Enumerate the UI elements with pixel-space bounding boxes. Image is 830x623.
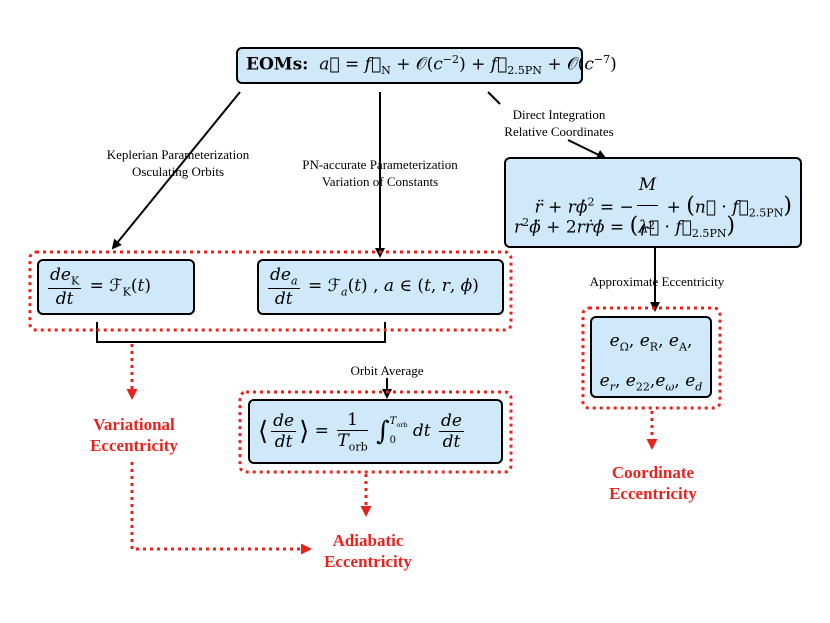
coordinate-ecc-line2: er, e22,eω, ed [599, 371, 703, 394]
angular-equation: r2ϕ̈ + 2rṙϕ̇ = (λ⃗ · f⃗2.5PN) [514, 213, 736, 241]
red-frame-variational [28, 250, 513, 332]
label-direct: Direct Integration Relative Coordinates [484, 106, 634, 140]
label-approx-text: Approximate Eccentricity [589, 274, 725, 289]
label-keplerian: Keplerian Parameterization Osculating Or… [88, 146, 268, 180]
red-frame-adiabatic [238, 390, 513, 474]
variational-line1: Variational [93, 415, 175, 434]
coordinate-line2: Eccentricity [609, 484, 697, 503]
adiabatic-eccentricity-label: Adiabatic Eccentricity [308, 530, 428, 572]
label-keplerian-line2: Osculating Orbits [131, 164, 225, 179]
adiabatic-line1: Adiabatic [332, 531, 404, 550]
label-pn-line1: PN-accurate Parameterization [302, 157, 458, 172]
label-orbit-avg-text: Orbit Average [350, 363, 424, 378]
variational-eccentricity-label: Variational Eccentricity [74, 414, 194, 456]
adiabatic-line2: Eccentricity [324, 552, 412, 571]
coordinate-line1: Coordinate [611, 463, 695, 482]
label-pn-line2: Variation of Constants [321, 174, 439, 189]
label-orbit-average: Orbit Average [337, 362, 437, 379]
coordinate-eccentricities-box: eΩ, eR, eA, er, e22,eω, ed [590, 316, 712, 398]
label-direct-line2: Relative Coordinates [504, 124, 614, 139]
variational-line2: Eccentricity [90, 436, 178, 455]
orbit-average-bracket [96, 322, 386, 343]
arrow-direct-lower [567, 139, 607, 159]
label-pn-accurate: PN-accurate Parameterization Variation o… [282, 156, 478, 190]
eoms-box: EOMs: a⃗ = f⃗N + 𝒪(c−2) + f⃗2.5PN + 𝒪(c−… [236, 47, 617, 84]
coordinate-eccentricity-label: Coordinate Eccentricity [593, 462, 713, 504]
arrow-direct [487, 91, 501, 105]
arrow-keplerian [111, 91, 241, 250]
label-direct-line1: Direct Integration [512, 107, 606, 122]
label-keplerian-line1: Keplerian Parameterization [106, 147, 250, 162]
coordinate-ecc-line1: eΩ, eR, eA, [609, 331, 693, 354]
eoms-label: EOMs: [246, 55, 309, 76]
label-approx-eccentricity: Approximate Eccentricity [567, 273, 747, 290]
red-arrow-variational-to-adiabatic [130, 462, 312, 555]
eoms-equation: EOMs: a⃗ = f⃗N + 𝒪(c−2) + f⃗2.5PN + 𝒪(c−… [246, 53, 617, 78]
